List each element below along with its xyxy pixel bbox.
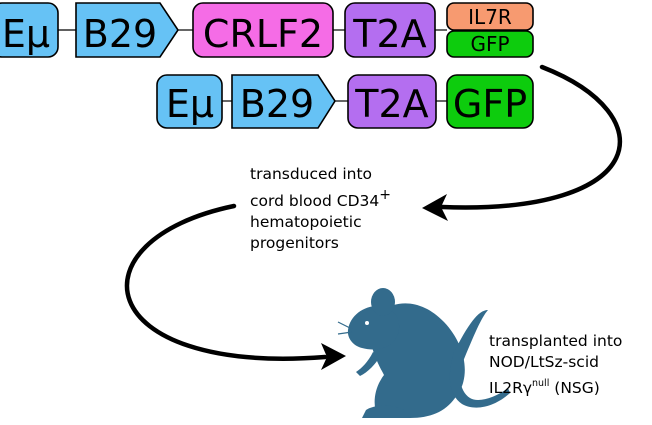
construct-1-t2a-label: T2A: [352, 12, 426, 56]
mouse-tail: [449, 310, 510, 408]
construct-1-enhancer-box: [0, 2, 59, 58]
transduction-caption: transduced into cord blood CD34+ hematop…: [250, 164, 391, 254]
transduction-line-4: progenitors: [250, 234, 339, 252]
transduction-line-2-text: cord blood CD34: [250, 192, 380, 210]
construct-2-promoter-arrow: [231, 74, 336, 129]
transplant-line-3-rest: (NSG): [549, 379, 600, 397]
mouse-head: [347, 305, 400, 350]
mouse-whisker-2: [337, 331, 353, 335]
mouse-whisker-1: [337, 321, 353, 330]
construct-2-enhancer-box: [156, 74, 223, 129]
construct-1-t2a-box: [344, 2, 436, 58]
transplant-line-3-text: IL2Rγ: [489, 379, 533, 397]
construct-1-enhancer-label: Eμ: [2, 12, 50, 56]
flow-arrow-2-head: [321, 343, 346, 370]
transduction-line-2: cord blood CD34+: [250, 185, 391, 212]
flow-arrow-1-head: [422, 194, 448, 221]
mouse-ear: [371, 288, 395, 316]
construct-2: Eμ B29 T2A GFP: [156, 74, 534, 129]
mouse-front-paw: [356, 352, 380, 376]
flow-arrow-2: [124, 203, 346, 370]
construct-2-enhancer-label: Eμ: [166, 82, 214, 126]
flow-arrow-1: [422, 64, 623, 221]
mouse-icon: [337, 288, 510, 418]
construct-2-gfp-box: [446, 74, 534, 129]
transduction-line-2-sup: +: [379, 187, 391, 203]
construct-1-crlf2-box: [192, 2, 334, 58]
construct-1-gfp-box: [446, 30, 534, 58]
transplant-line-3-sup: null: [532, 378, 550, 389]
construct-1: Eμ B29 CRLF2 T2A IL7R GFP: [0, 2, 534, 58]
construct-1-il7r-box: [446, 2, 534, 31]
construct-2-promoter-label: B29: [240, 82, 314, 126]
transplant-line-1: transplanted into: [489, 332, 623, 350]
flow-arrow-1-path: [439, 64, 623, 210]
mouse-hind-foot: [362, 405, 404, 418]
construct-2-t2a-label: T2A: [354, 82, 428, 126]
transduction-line-3: hematopoietic: [250, 213, 362, 231]
mouse-eye: [365, 321, 369, 325]
flow-arrow-2-path: [124, 203, 328, 361]
transplant-caption: transplanted into NOD/LtSz-scid IL2Rγnul…: [489, 331, 622, 399]
transplant-line-2: NOD/LtSz-scid: [489, 353, 599, 371]
transduction-line-1: transduced into: [250, 165, 373, 183]
construct-2-t2a-box: [347, 74, 437, 129]
transplant-line-3: IL2Rγnull (NSG): [489, 373, 622, 399]
construct-1-promoter-arrow: [75, 2, 179, 58]
construct-1-crlf2-label: CRLF2: [203, 12, 323, 56]
construct-2-gfp-label: GFP: [453, 82, 527, 126]
construct-1-il7r-label: IL7R: [468, 5, 512, 29]
construct-1-promoter-label: B29: [83, 12, 157, 56]
construct-1-gfp-label: GFP: [470, 32, 509, 56]
